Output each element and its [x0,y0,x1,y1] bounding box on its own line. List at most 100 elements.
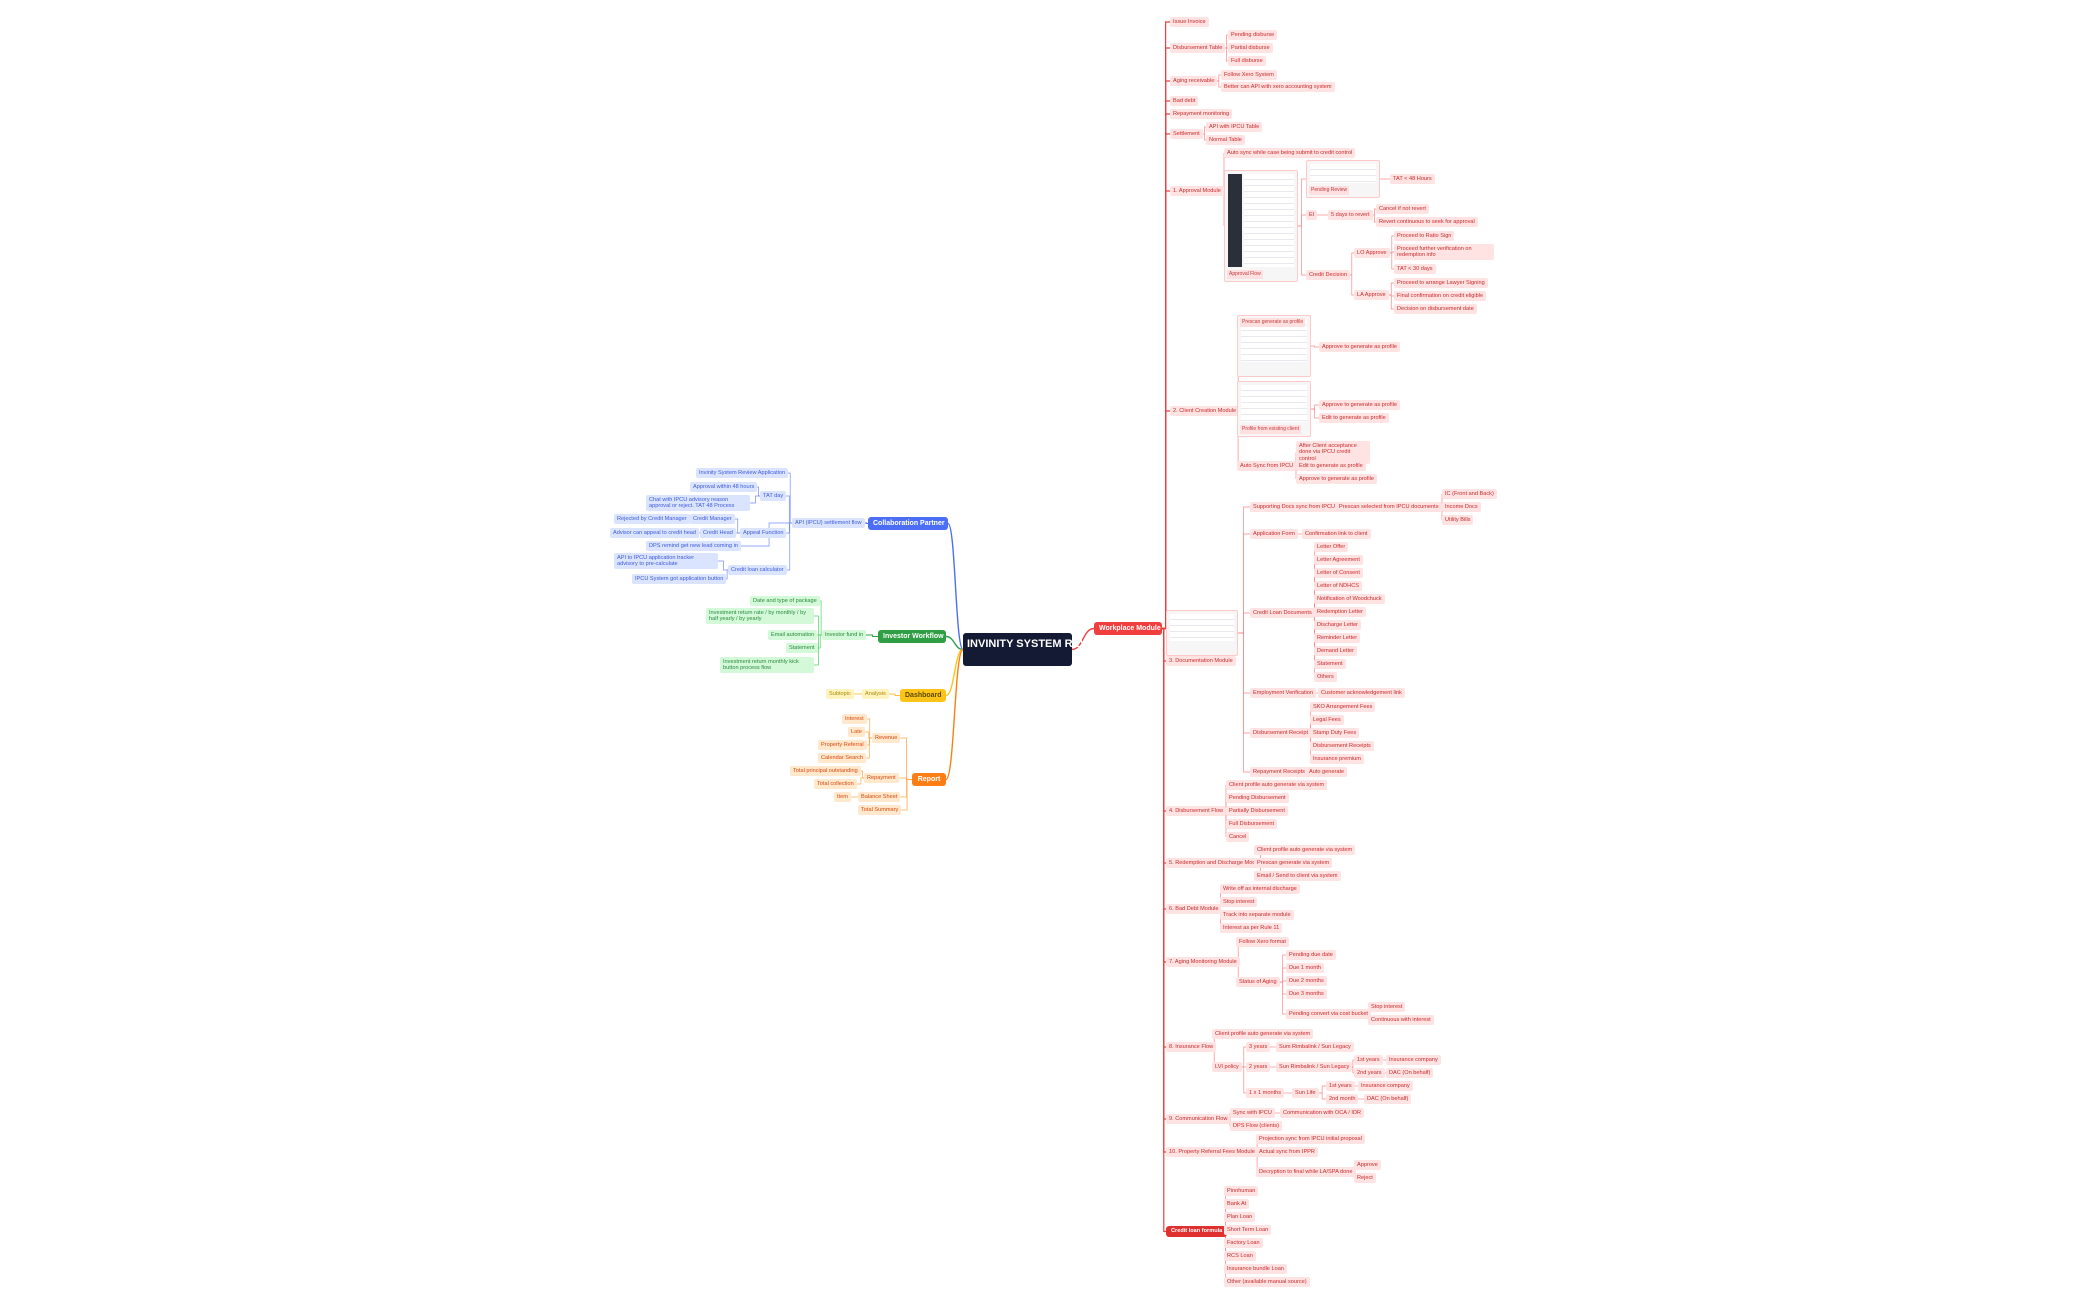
credit-manager-node[interactable]: Credit Manager [690,514,735,524]
others-node[interactable]: Others [1314,672,1337,682]
approve-node[interactable]: Approve [1354,1160,1381,1170]
prescan-screenshot[interactable]: Prescan generate as profile [1237,315,1311,377]
total-principal-node[interactable]: Total principal outstanding [790,766,861,776]
cancel-not-revert-node[interactable]: Cancel if not revert [1376,204,1429,214]
partial-disburse-node[interactable]: Partial disburse [1228,43,1273,53]
application-form-node[interactable]: Application Form [1250,529,1298,539]
dac-2-node[interactable]: DAC (On behalf) [1364,1094,1412,1104]
lo-approve-node[interactable]: LO Approve [1354,248,1390,258]
profile-existing-screenshot[interactable]: Profile from existing client [1237,381,1311,437]
track-separate-node[interactable]: Track into separate module [1220,910,1294,920]
edit-generate-1-node[interactable]: Edit to generate as profile [1319,413,1389,423]
repayment-node[interactable]: Repayment [864,773,899,783]
ic-node[interactable]: IC (Front and Back) [1442,489,1497,499]
disbursement-receipt-node[interactable]: Disbursement Receipt [1250,728,1312,738]
utility-bills-node[interactable]: Utility Bills [1442,515,1474,525]
investment-monthly-node[interactable]: Investment return monthly kick button pr… [720,657,814,674]
formula-short-node[interactable]: Short Term Loan [1224,1225,1272,1235]
credit-loan-calculator-node[interactable]: Credit loan calculator [728,565,787,575]
late-node[interactable]: Late [848,727,865,737]
follow-xero-node[interactable]: Follow Xero System [1221,70,1277,80]
due-3-node[interactable]: Due 3 months [1286,989,1327,999]
cancel-node[interactable]: Cancel [1226,832,1250,842]
first-year-2-node[interactable]: 1st years [1326,1081,1355,1091]
dps-flow-node[interactable]: DPS Flow (clients) [1230,1121,1283,1131]
formula-rcs-node[interactable]: RCS Loan [1224,1251,1256,1261]
five-days-revert-node[interactable]: 5 days to revert [1328,210,1373,220]
lvi-policy-node[interactable]: LVI policy [1212,1062,1242,1072]
pending-convert-node[interactable]: Pending convert via cost bucket [1286,1009,1371,1019]
sko-arrangement-node[interactable]: SKO Arrangement Fees [1310,702,1376,712]
repayment-monitoring-node[interactable]: Repayment monitoring [1170,109,1233,119]
bad-debt-module-node[interactable]: 6. Bad Debt Module [1166,904,1222,914]
approval-48-node[interactable]: Approval within 48 hours [690,482,758,492]
continuous-interest-node[interactable]: Continuous with interest [1368,1015,1434,1025]
workplace-module-node[interactable]: Workplace Module [1094,622,1162,635]
tat-30-node[interactable]: TAT < 30 days [1394,264,1436,274]
auto-sync-credit-node[interactable]: Auto sync while case being submit to cre… [1224,148,1356,158]
credit-loan-formula-node[interactable]: Credit loan formula [1166,1226,1228,1237]
approval-module-node[interactable]: 1. Approval Module [1170,186,1224,196]
sync-ipcu-node[interactable]: Sync with IPCU [1230,1108,1275,1118]
discharge-letter-node[interactable]: Discharge Letter [1314,620,1362,630]
disbursement-receipts-node[interactable]: Disbursement Receipts [1310,741,1374,751]
documentation-node[interactable]: 3. Documentation Module [1166,656,1236,666]
settlement-node[interactable]: Settlement [1170,129,1203,139]
tat-48-node[interactable]: TAT < 48 Hours [1390,174,1435,184]
supporting-docs-node[interactable]: Supporting Docs sync from IPCU [1250,502,1339,512]
pending-review-screenshot[interactable]: Pending Review [1306,160,1380,198]
proceed-lawyer-node[interactable]: Proceed to arrange Lawyer Signing [1394,278,1488,288]
collaboration-partner-node[interactable]: Collaboration Partner [868,517,948,530]
formula-factory-node[interactable]: Factory Loan [1224,1238,1263,1248]
advisor-appeal-node[interactable]: Advisor can appeal to credit head [610,528,700,538]
client-creation-node[interactable]: 2. Client Creation Module [1170,406,1240,416]
reminder-letter-node[interactable]: Reminder Letter [1314,633,1361,643]
stop-interest-2-node[interactable]: Stop interest [1368,1002,1406,1012]
bad-debt-node[interactable]: Bad debt [1170,96,1199,106]
credit-decision-node[interactable]: Credit Decision [1306,270,1350,280]
client-profile-auto-node[interactable]: Client profile auto generate via system [1226,780,1328,790]
interest-node[interactable]: Interest [842,714,867,724]
letter-agreement-node[interactable]: Letter Agreement [1314,555,1363,565]
approval-flow-screenshot[interactable]: Approval Flow [1224,170,1298,282]
insurance-premium-node[interactable]: Insurance premium [1310,754,1364,764]
insurance-company-2-node[interactable]: Insurance company [1358,1081,1413,1091]
sum-rimbalink-3-node[interactable]: Sum Rimbalink / Sun Legacy [1276,1042,1354,1052]
interest-rule-node[interactable]: Interest as per Rule 11 [1220,923,1283,933]
one-month-node[interactable]: 1 x 1 months [1246,1088,1285,1098]
ipcu-system-node[interactable]: IPCU System got application button [632,574,727,584]
chat-ipcu-node[interactable]: Chat with IPCU advisory reason approval … [646,495,750,512]
pending-disburse-node[interactable]: Pending disburse [1228,30,1278,40]
customer-acknowledgement-node[interactable]: Customer acknowledgement link [1318,688,1405,698]
due-2-node[interactable]: Due 2 months [1286,976,1327,986]
rejected-credit-manager-node[interactable]: Rejected by Credit Manager [614,514,690,524]
root-node[interactable]: INVINITY SYSTEM REVAMP [963,633,1111,666]
due-1-node[interactable]: Due 1 month [1286,963,1325,973]
letter-offer-node[interactable]: Letter Offer [1314,542,1349,552]
stamp-duty-node[interactable]: Stamp Duty Fees [1310,728,1360,738]
approve-generate-1-node[interactable]: Approve to generate as profile [1319,342,1400,352]
api-ipcu-app-node[interactable]: API to IPCU application tracker advisory… [614,553,718,570]
demand-letter-node[interactable]: Demand Letter [1314,646,1358,656]
dps-remind-node[interactable]: DPS remind get new lead coming in [646,541,741,551]
employment-verification-node[interactable]: Employment Verification [1250,688,1317,698]
formula-bank-node[interactable]: Bank At [1224,1199,1250,1209]
second-year-node[interactable]: 2nd years [1354,1068,1385,1078]
normal-table-node[interactable]: Normal Table [1206,135,1245,145]
date-package-node[interactable]: Date and type of package [750,596,820,606]
client-profile-auto-2-node[interactable]: Client profile auto generate via system [1254,845,1356,855]
approve-generate-3-node[interactable]: Approve to generate as profile [1296,474,1377,484]
formula-pinnhuman-node[interactable]: Pinnhuman [1224,1186,1259,1196]
total-collection-node[interactable]: Total collection [814,779,857,789]
revenue-node[interactable]: Revenue [872,733,901,743]
letter-ndhcs-node[interactable]: Letter of NDHCS [1314,581,1362,591]
revert-continuous-node[interactable]: Revert continuous to seek for approval [1376,217,1478,227]
auto-generate-node[interactable]: Auto generate [1306,767,1348,777]
property-referral-node[interactable]: 10. Property Referral Fees Module [1166,1147,1258,1157]
documentation-screenshot[interactable] [1166,610,1238,656]
prescan-generate-sys-node[interactable]: Prescan generate via system [1254,858,1333,868]
credit-loan-docs-node[interactable]: Credit Loan Documents [1250,608,1315,618]
income-docs-node[interactable]: Income Docs [1442,502,1481,512]
ei-node[interactable]: EI [1306,210,1318,220]
credit-head-node[interactable]: Credit Head [700,528,736,538]
